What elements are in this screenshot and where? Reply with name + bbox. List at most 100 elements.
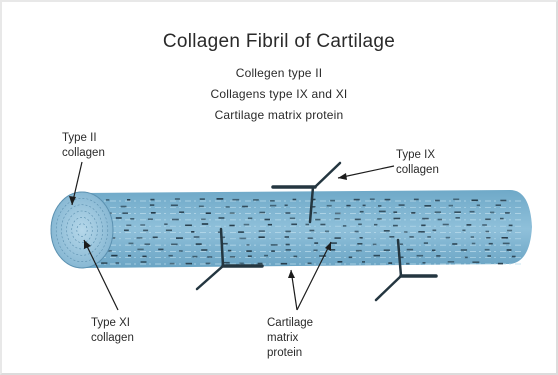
- fibril-mark: [349, 257, 353, 259]
- fibril-mark: [338, 261, 343, 263]
- fibril-mark: [486, 231, 490, 233]
- fibril-mark: [465, 257, 468, 259]
- fibril-mark: [169, 255, 173, 257]
- fibril-mark: [164, 223, 167, 225]
- fibril-mark: [150, 199, 154, 201]
- fibril-mark: [377, 218, 382, 220]
- fibril-mark: [238, 231, 244, 233]
- fibril-mark: [320, 224, 325, 226]
- fibril-mark: [467, 224, 472, 226]
- fibril-mark: [325, 231, 329, 233]
- fibril-mark: [232, 199, 239, 201]
- fibril-mark: [414, 199, 419, 201]
- fibril-mark: [331, 242, 337, 244]
- fibril-mark: [126, 225, 131, 227]
- fibril-mark: [446, 237, 450, 239]
- fibril-mark: [486, 237, 490, 239]
- fibril-mark: [313, 250, 317, 252]
- fibril-mark: [129, 243, 134, 245]
- fibril-mark: [171, 205, 178, 207]
- fibril-mark: [335, 218, 340, 220]
- fibril-mark: [489, 243, 493, 245]
- fibril-mark: [253, 199, 259, 201]
- fibril-mark: [472, 243, 476, 245]
- fibril-mark: [239, 238, 246, 240]
- fibril-mark: [151, 212, 156, 214]
- fibril-mark: [438, 219, 442, 221]
- fibril-mark: [472, 200, 478, 202]
- fibril-mark: [417, 255, 424, 257]
- fibril-mark: [293, 199, 297, 201]
- fibril-mark: [106, 199, 110, 201]
- fibril-mark: [175, 198, 180, 200]
- fibril-mark: [477, 205, 480, 207]
- fibril-mark: [443, 224, 449, 226]
- fibril-mark: [374, 255, 381, 257]
- fibril-mark: [436, 255, 440, 257]
- fibril-mark: [271, 250, 275, 252]
- fibril-mark: [286, 244, 290, 246]
- fibril-mark: [259, 212, 265, 214]
- fibril-mark: [490, 212, 494, 214]
- fibril-mark: [427, 236, 431, 238]
- fibril-mark: [319, 255, 326, 257]
- fibril-end: [51, 192, 113, 268]
- fibril-mark: [124, 230, 129, 232]
- fibril-mark: [137, 237, 143, 239]
- fibril-mark: [335, 237, 341, 239]
- fibril-mark: [116, 217, 122, 219]
- fibril-mark: [355, 231, 359, 233]
- fibril-mark: [191, 231, 194, 233]
- fibril-mark: [432, 250, 435, 252]
- fibril-mark: [507, 230, 512, 232]
- fibril-mark: [507, 249, 512, 251]
- fibril-mark: [121, 206, 127, 208]
- fibril-mark: [192, 256, 197, 258]
- fibril-mark: [271, 244, 278, 246]
- fibril-mark: [128, 255, 131, 257]
- fibril-mark: [228, 250, 231, 252]
- fibril-mark: [358, 224, 362, 226]
- fibril-mark: [172, 219, 179, 221]
- fibril-mark: [219, 217, 225, 219]
- fibril-mark: [485, 249, 490, 251]
- fibril-mark: [285, 205, 288, 207]
- fibril-mark: [496, 204, 501, 206]
- fibril-mark: [406, 263, 409, 265]
- fibril-mark: [393, 211, 397, 213]
- fibril-mark: [194, 236, 200, 238]
- label-type-xi-collagen: Type XIcollagen: [91, 316, 134, 346]
- fibril-mark: [418, 231, 425, 233]
- fibril-mark: [315, 219, 320, 221]
- fibril-mark: [308, 263, 312, 265]
- fibril-mark: [373, 244, 377, 246]
- fibril-mark: [101, 262, 107, 264]
- fibril-mark: [503, 243, 510, 245]
- fibril-mark: [500, 218, 504, 220]
- fibril-mark: [502, 237, 508, 239]
- fibril-mark: [357, 243, 362, 245]
- fibril-mark: [370, 198, 375, 200]
- fibril-mark: [435, 200, 440, 202]
- fibril-mark: [314, 242, 318, 244]
- fibril-mark: [199, 206, 204, 208]
- fibril-mark: [384, 249, 390, 251]
- fibril-mark: [148, 218, 153, 220]
- fibril-mark: [485, 219, 491, 221]
- fibril-mark: [264, 255, 268, 257]
- fibril-mark: [435, 211, 441, 213]
- fibril-mark: [140, 224, 145, 226]
- fibril-mark: [259, 230, 265, 232]
- fibril-mark: [384, 230, 390, 232]
- fibril-mark: [389, 236, 394, 238]
- fibril-mark: [248, 218, 252, 220]
- fibril-mark: [453, 199, 459, 201]
- fibril-mark: [482, 224, 487, 226]
- fibril-mark: [281, 263, 287, 265]
- fibril-mark: [202, 223, 208, 225]
- fibril-mark: [472, 261, 479, 263]
- fibril-mark: [314, 212, 317, 214]
